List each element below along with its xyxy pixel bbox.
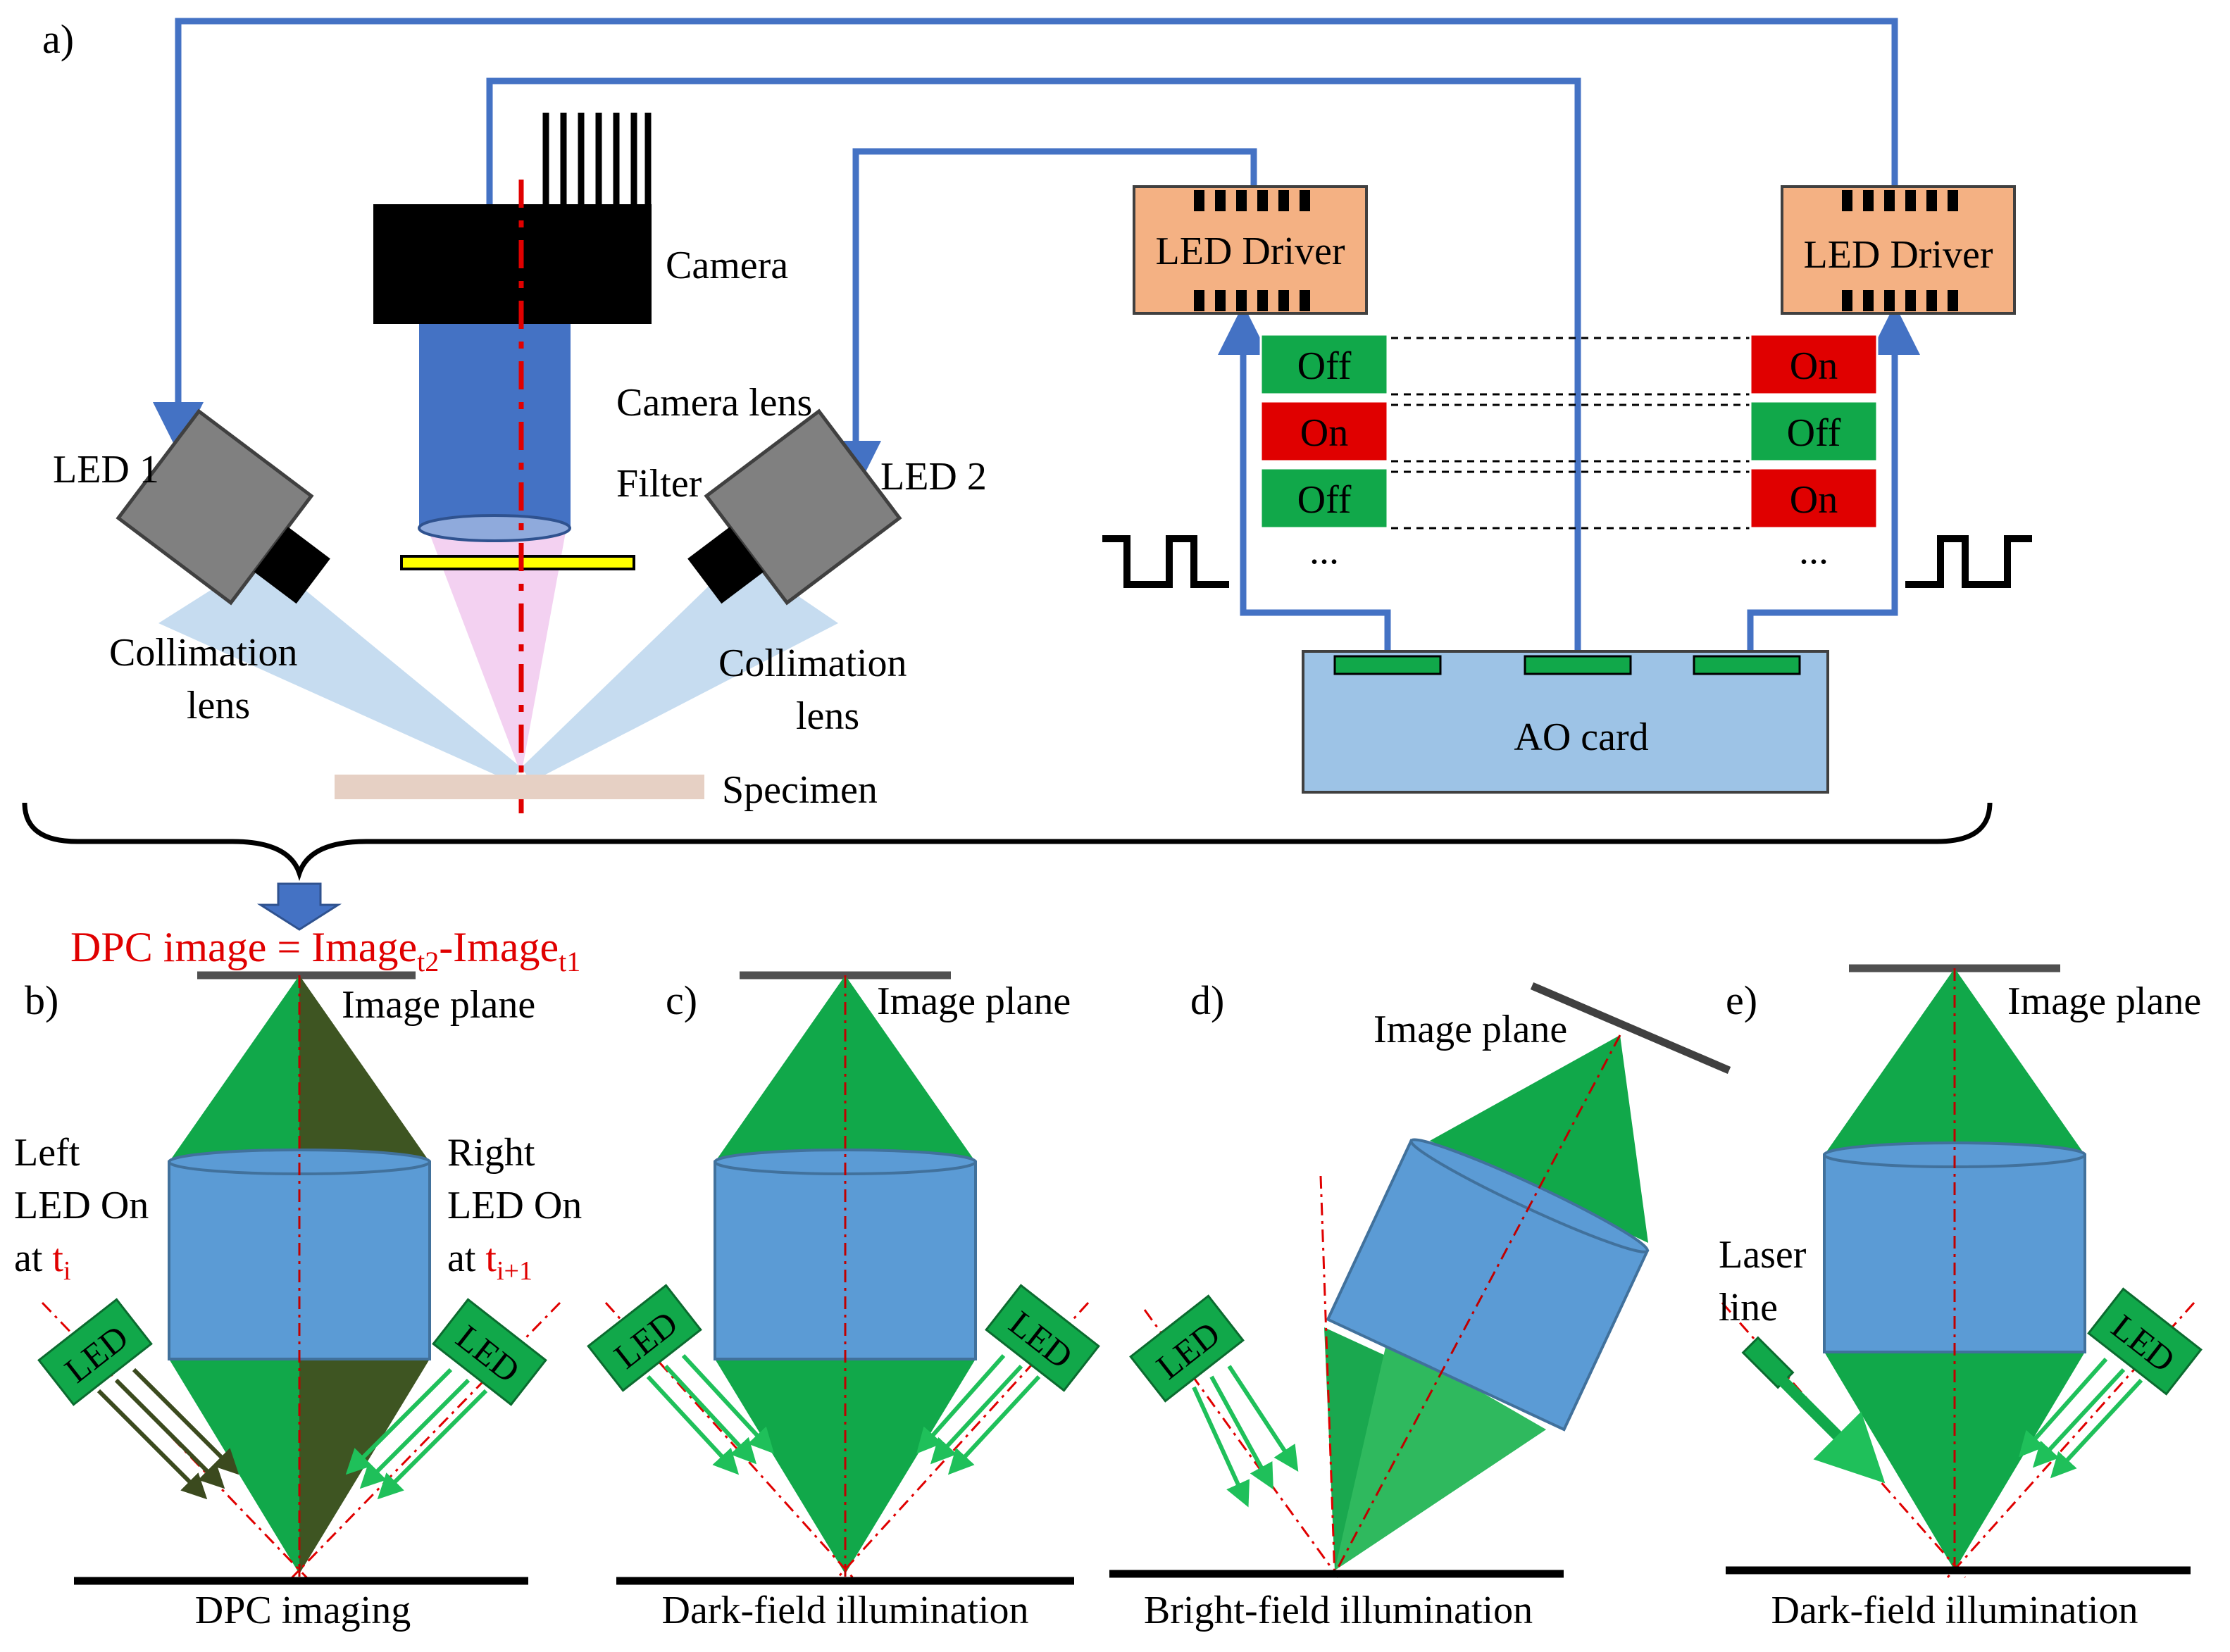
- panel-e-laser-line2: line: [1719, 1286, 1778, 1329]
- panel-e-caption: Dark-field illumination: [1771, 1589, 2138, 1632]
- svg-text:Left: Left: [14, 1131, 80, 1175]
- wire-camera: [486, 77, 1581, 651]
- panel-b-right-time: at ti+1: [447, 1237, 532, 1286]
- square-wave-right: [1905, 535, 2032, 588]
- panel-a-label: a): [42, 16, 74, 62]
- specimen-label: Specimen: [722, 768, 878, 812]
- state-left-1: [1259, 333, 1389, 396]
- beam-right: [521, 556, 838, 782]
- state-right-3-label: On: [1790, 478, 1838, 522]
- panel-b-led-right: LED: [432, 1298, 547, 1406]
- filter-label: Filter: [616, 462, 702, 506]
- led-driver-left-label: LED Driver: [1155, 230, 1345, 273]
- panel-d-image-plane: [1530, 982, 1731, 1075]
- beam-left: [158, 556, 521, 782]
- led1-label: LED 1: [53, 448, 159, 492]
- collimation-left-line2: lens: [187, 684, 250, 727]
- filter: [400, 555, 635, 570]
- panel-c-image-plane-label: Image plane: [877, 980, 1071, 1023]
- panel-c-caption: Dark-field illumination: [662, 1589, 1029, 1632]
- state-right-ellipsis: ...: [1799, 529, 1829, 572]
- ao-card: AO card: [1302, 650, 1829, 794]
- state-right-1-label: On: [1790, 344, 1838, 388]
- state-column-right: On Off On ...: [1749, 333, 1879, 572]
- panel-e-label: e): [1726, 977, 1757, 1023]
- panel-d-caption: Bright-field illumination: [1144, 1589, 1533, 1632]
- wire-driver-left: [1218, 304, 1391, 658]
- led2-label: LED 2: [880, 455, 987, 499]
- state-right-2-label: Off: [1787, 411, 1841, 455]
- svg-text:LED On: LED On: [14, 1184, 149, 1227]
- state-column-left: Off On Off ...: [1259, 333, 1389, 572]
- wire-led2: [830, 148, 1257, 492]
- svg-text:Right: Right: [447, 1131, 535, 1175]
- led1: [116, 408, 330, 606]
- led-driver-right: LED Driver: [1781, 185, 2016, 315]
- collimation-left-line1: Collimation: [109, 631, 298, 675]
- state-left-ellipsis: ...: [1309, 529, 1339, 572]
- panel-b-led-left: LED: [37, 1298, 153, 1406]
- panel-e-image-plane-label: Image plane: [2007, 980, 2201, 1023]
- state-left-3-label: Off: [1297, 478, 1352, 522]
- panel-e-laser-beam: [1778, 1376, 1886, 1484]
- wire-led1: [153, 18, 1898, 453]
- led2: [687, 408, 902, 606]
- state-right-3: [1749, 467, 1879, 530]
- state-left-2: [1259, 400, 1389, 463]
- down-arrow: [256, 882, 342, 931]
- panel-b-label: b): [25, 977, 58, 1023]
- panel-a: a) Camera: [22, 16, 2032, 931]
- camera-lens-label: Camera lens: [616, 381, 812, 425]
- camera-label: Camera: [666, 244, 788, 287]
- state-left-2-label: On: [1300, 411, 1348, 455]
- panel-c-led-right: LED: [985, 1284, 1100, 1392]
- state-right-1: [1749, 333, 1879, 396]
- led-driver-left: LED Driver: [1133, 185, 1368, 315]
- specimen: [335, 775, 704, 799]
- square-wave-left: [1102, 535, 1229, 588]
- ao-card-label: AO card: [1514, 715, 1648, 759]
- camera-lens: [419, 324, 571, 528]
- panel-c-led-left: LED: [587, 1284, 702, 1392]
- panel-d-led: LED: [1129, 1294, 1245, 1403]
- dpc-formula: DPC image = Imaget2-Imaget1: [70, 924, 580, 977]
- panel-e-laser-line1: Laser: [1719, 1233, 1807, 1277]
- panel-b: b) Image plane LED LED Left: [14, 971, 582, 1632]
- wiring: [153, 18, 1920, 658]
- panel-d-label: d): [1190, 977, 1224, 1023]
- collimation-right-line2: lens: [796, 694, 859, 738]
- state-left-1-label: Off: [1297, 344, 1352, 388]
- state-links: [1391, 337, 1754, 530]
- panel-e-led: LED: [2087, 1287, 2203, 1396]
- panel-c-label: c): [666, 977, 697, 1023]
- panel-d-image-plane-label: Image plane: [1373, 1008, 1567, 1051]
- camera: [373, 113, 652, 324]
- beam-camera: [426, 525, 567, 775]
- panel-b-caption: DPC imaging: [195, 1589, 411, 1632]
- panel-c: c) Image plane LED LED Dark-field illum: [587, 971, 1100, 1632]
- panel-b-image-plane-label: Image plane: [342, 983, 535, 1027]
- led-driver-right-label: LED Driver: [1803, 233, 1993, 277]
- svg-text:LED On: LED On: [447, 1184, 582, 1227]
- panel-d-objective: [1326, 1138, 1650, 1432]
- wire-driver-right: [1747, 304, 1920, 658]
- collimation-right-line1: Collimation: [718, 642, 907, 685]
- state-right-2: [1749, 400, 1879, 463]
- panel-d: d) Image plane LED Bright-field illumina…: [1109, 977, 1731, 1632]
- panel-b-left-time: at ti: [14, 1237, 71, 1286]
- brace: [22, 802, 1993, 882]
- panel-e: e) Image plane Laser line LED Dark-field…: [1719, 964, 2203, 1632]
- state-left-3: [1259, 467, 1389, 530]
